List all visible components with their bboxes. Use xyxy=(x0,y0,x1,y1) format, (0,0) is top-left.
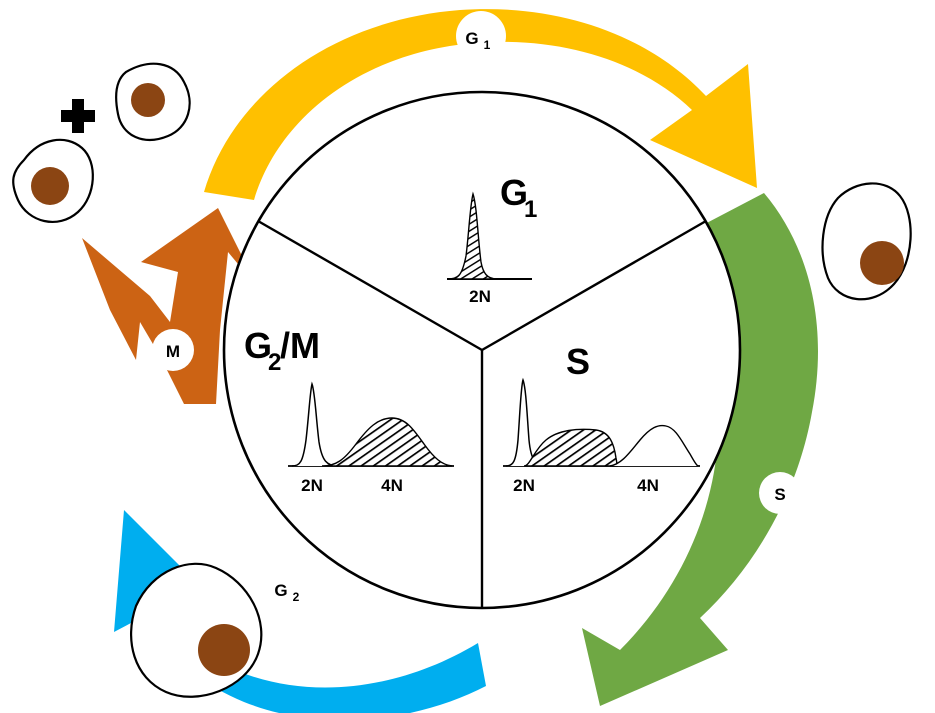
cell-nucleus xyxy=(131,83,165,117)
badge-m-label: M xyxy=(166,342,180,361)
cycle-wheel xyxy=(222,90,742,610)
badge-g1-label-sub: 1 xyxy=(484,38,491,52)
badge-g1-circle xyxy=(456,11,506,61)
chart-g1-tick-2n: 2N xyxy=(469,287,491,306)
chart-g2m-peak-4n xyxy=(321,417,453,467)
arrow-m[interactable]: M xyxy=(82,208,258,404)
chart-s-peak-4n xyxy=(609,424,699,467)
cell-daughter-left xyxy=(12,138,94,223)
chart-g2m-tick-2n: 2N xyxy=(301,476,323,495)
cell-bottom-left xyxy=(129,562,263,698)
arrow-g1[interactable]: G 1 xyxy=(204,9,757,200)
chart-s-histogram: 2N 4N xyxy=(503,377,700,495)
chart-g1-peak-2n xyxy=(447,191,498,280)
sector-g2m-title-sub: 2 xyxy=(268,349,281,376)
cell-daughter-top xyxy=(115,62,191,141)
chart-g2m-tick-4n: 4N xyxy=(381,476,403,495)
sector-g2m: G 2 /M 2N 4N xyxy=(244,325,454,495)
badge-g2-label-sub: 2 xyxy=(293,590,300,604)
badge-g1-label: G xyxy=(465,29,478,48)
wheel-divider-upper-right xyxy=(481,219,707,352)
badge-g2-circle xyxy=(265,565,313,613)
sector-g1-title: G xyxy=(500,172,528,213)
chart-s-tick-2n: 2N xyxy=(513,476,535,495)
sector-s: S 2N 4N xyxy=(503,341,700,495)
chart-g1-histogram: 2N xyxy=(447,191,532,306)
cell-nucleus xyxy=(31,167,69,205)
chart-g2m-peak-2n xyxy=(291,381,339,467)
chart-s-peak-2n xyxy=(505,377,547,467)
wheel-divider-upper-left xyxy=(257,219,483,352)
sector-g2m-title: G xyxy=(244,325,272,366)
sector-g1: G 1 2N xyxy=(447,172,537,306)
badge-g2-label: G xyxy=(274,581,287,600)
cell-right xyxy=(821,182,912,301)
chart-g2m-histogram: 2N 4N xyxy=(288,381,454,495)
arrow-s-shape xyxy=(582,193,818,706)
chart-s-tick-4n: 4N xyxy=(637,476,659,495)
badge-s-label: S xyxy=(774,485,785,504)
badge-m-circle xyxy=(152,329,194,371)
arrow-g1-shape xyxy=(204,9,757,200)
arrow-m-shape xyxy=(82,208,258,404)
cell-nucleus xyxy=(860,241,904,285)
sector-g2m-title-tail: /M xyxy=(280,325,320,366)
arrow-s[interactable]: S xyxy=(582,193,818,706)
sector-s-title: S xyxy=(566,341,590,382)
sector-g1-title-sub: 1 xyxy=(524,196,537,223)
plus-symbol xyxy=(61,99,95,133)
badge-s-circle xyxy=(759,472,801,514)
cell-nucleus xyxy=(198,624,250,676)
